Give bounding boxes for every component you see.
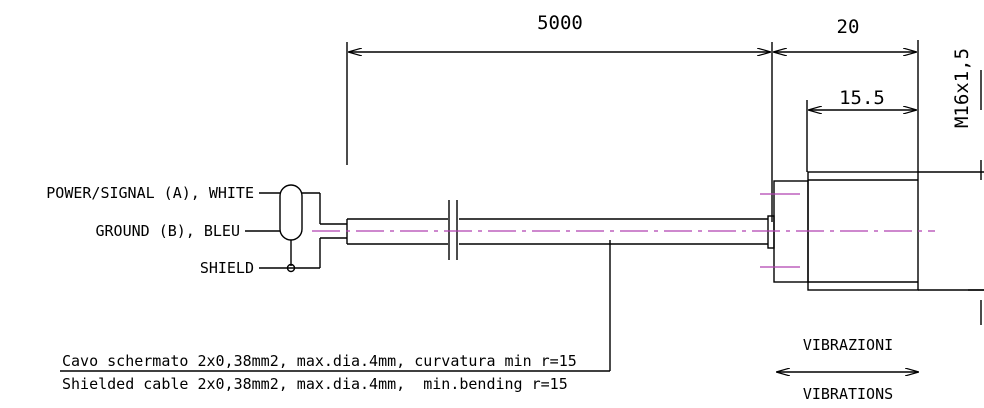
cable <box>346 200 768 260</box>
vibration-label-italian: VIBRAZIONI <box>803 336 893 354</box>
sensor-length-label: 20 <box>837 16 860 38</box>
shield-label: SHIELD <box>200 259 254 277</box>
sensor-length-dimension <box>774 40 919 172</box>
vibration-label-english: VIBRATIONS <box>803 385 893 403</box>
thread-spec-label: M16x1,5 <box>951 48 973 128</box>
cable-note-leader <box>60 240 611 372</box>
centerlines <box>312 193 935 268</box>
cable-note-english: Shielded cable 2x0,38mm2, max.dia.4mm, m… <box>62 375 568 393</box>
power-signal-label: POWER/SIGNAL (A), WHITE <box>46 184 254 202</box>
thread-length-label: 15.5 <box>839 87 885 109</box>
wiring-schematic <box>245 184 347 273</box>
cable-ferrule <box>767 215 775 249</box>
cable-length-label: 5000 <box>537 12 583 34</box>
thread-length-dimension <box>806 100 916 172</box>
ground-label: GROUND (B), BLEU <box>96 222 241 240</box>
shield-node <box>286 263 296 273</box>
cable-note-italian: Cavo schermato 2x0,38mm2, max.dia.4mm, c… <box>62 352 577 370</box>
cable-length-dimension <box>346 42 773 222</box>
connector-symbol <box>279 184 303 241</box>
